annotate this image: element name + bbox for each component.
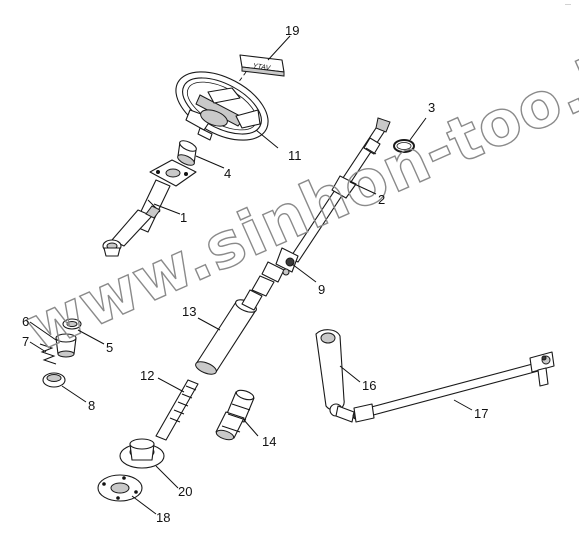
callout-6: 6 xyxy=(22,314,29,329)
callout-12: 19 xyxy=(285,23,299,38)
callout-3: 3 xyxy=(428,100,435,115)
bushing-part xyxy=(177,140,197,166)
callout-7: 7 xyxy=(22,334,29,349)
callout-18: 16 xyxy=(362,378,376,393)
callout-8: 8 xyxy=(88,398,95,413)
callout-14: 13 xyxy=(182,304,196,319)
steering-wheel-part xyxy=(175,71,269,141)
universal-joint-part xyxy=(251,247,299,297)
callout-17: 18 xyxy=(156,510,170,525)
callout-9: 9 xyxy=(318,282,325,297)
cap-part xyxy=(42,372,66,388)
spring-seat-part xyxy=(55,333,77,358)
coupling-boot-part xyxy=(215,389,255,441)
callout-16: 14 xyxy=(262,434,276,449)
callout-4: 4 xyxy=(224,166,231,181)
spring-part xyxy=(39,343,57,365)
drag-link-part xyxy=(353,351,555,423)
callout-1: 1 xyxy=(180,210,187,225)
emblem-text: YTAV xyxy=(252,63,272,73)
lower-shaft-part xyxy=(155,379,199,441)
callout-5: 5 xyxy=(106,340,113,355)
callout-13: 12 xyxy=(140,368,154,383)
column-housing-part xyxy=(102,159,197,257)
leader-lines xyxy=(29,35,473,515)
watermark-text: www.sinhon-too.kz xyxy=(15,21,579,365)
callout-11: 11 xyxy=(288,148,302,163)
upper-shaft-part xyxy=(289,117,391,263)
corner-mark: — xyxy=(565,2,571,8)
flange-part xyxy=(119,438,165,469)
callout-numbers: 19 11 3 4 2 1 9 5 6 7 8 16 17 13 12 14 2… xyxy=(22,23,488,525)
snap-ring-part xyxy=(393,139,415,153)
emblem-cap-part: YTAV xyxy=(239,54,285,77)
callout-19: 17 xyxy=(474,406,488,421)
ring-part xyxy=(62,318,82,330)
mounting-plate-part xyxy=(97,474,143,502)
intermediate-tube-part xyxy=(195,289,263,375)
callout-2: 2 xyxy=(378,192,385,207)
callout-20: 20 xyxy=(178,484,192,499)
